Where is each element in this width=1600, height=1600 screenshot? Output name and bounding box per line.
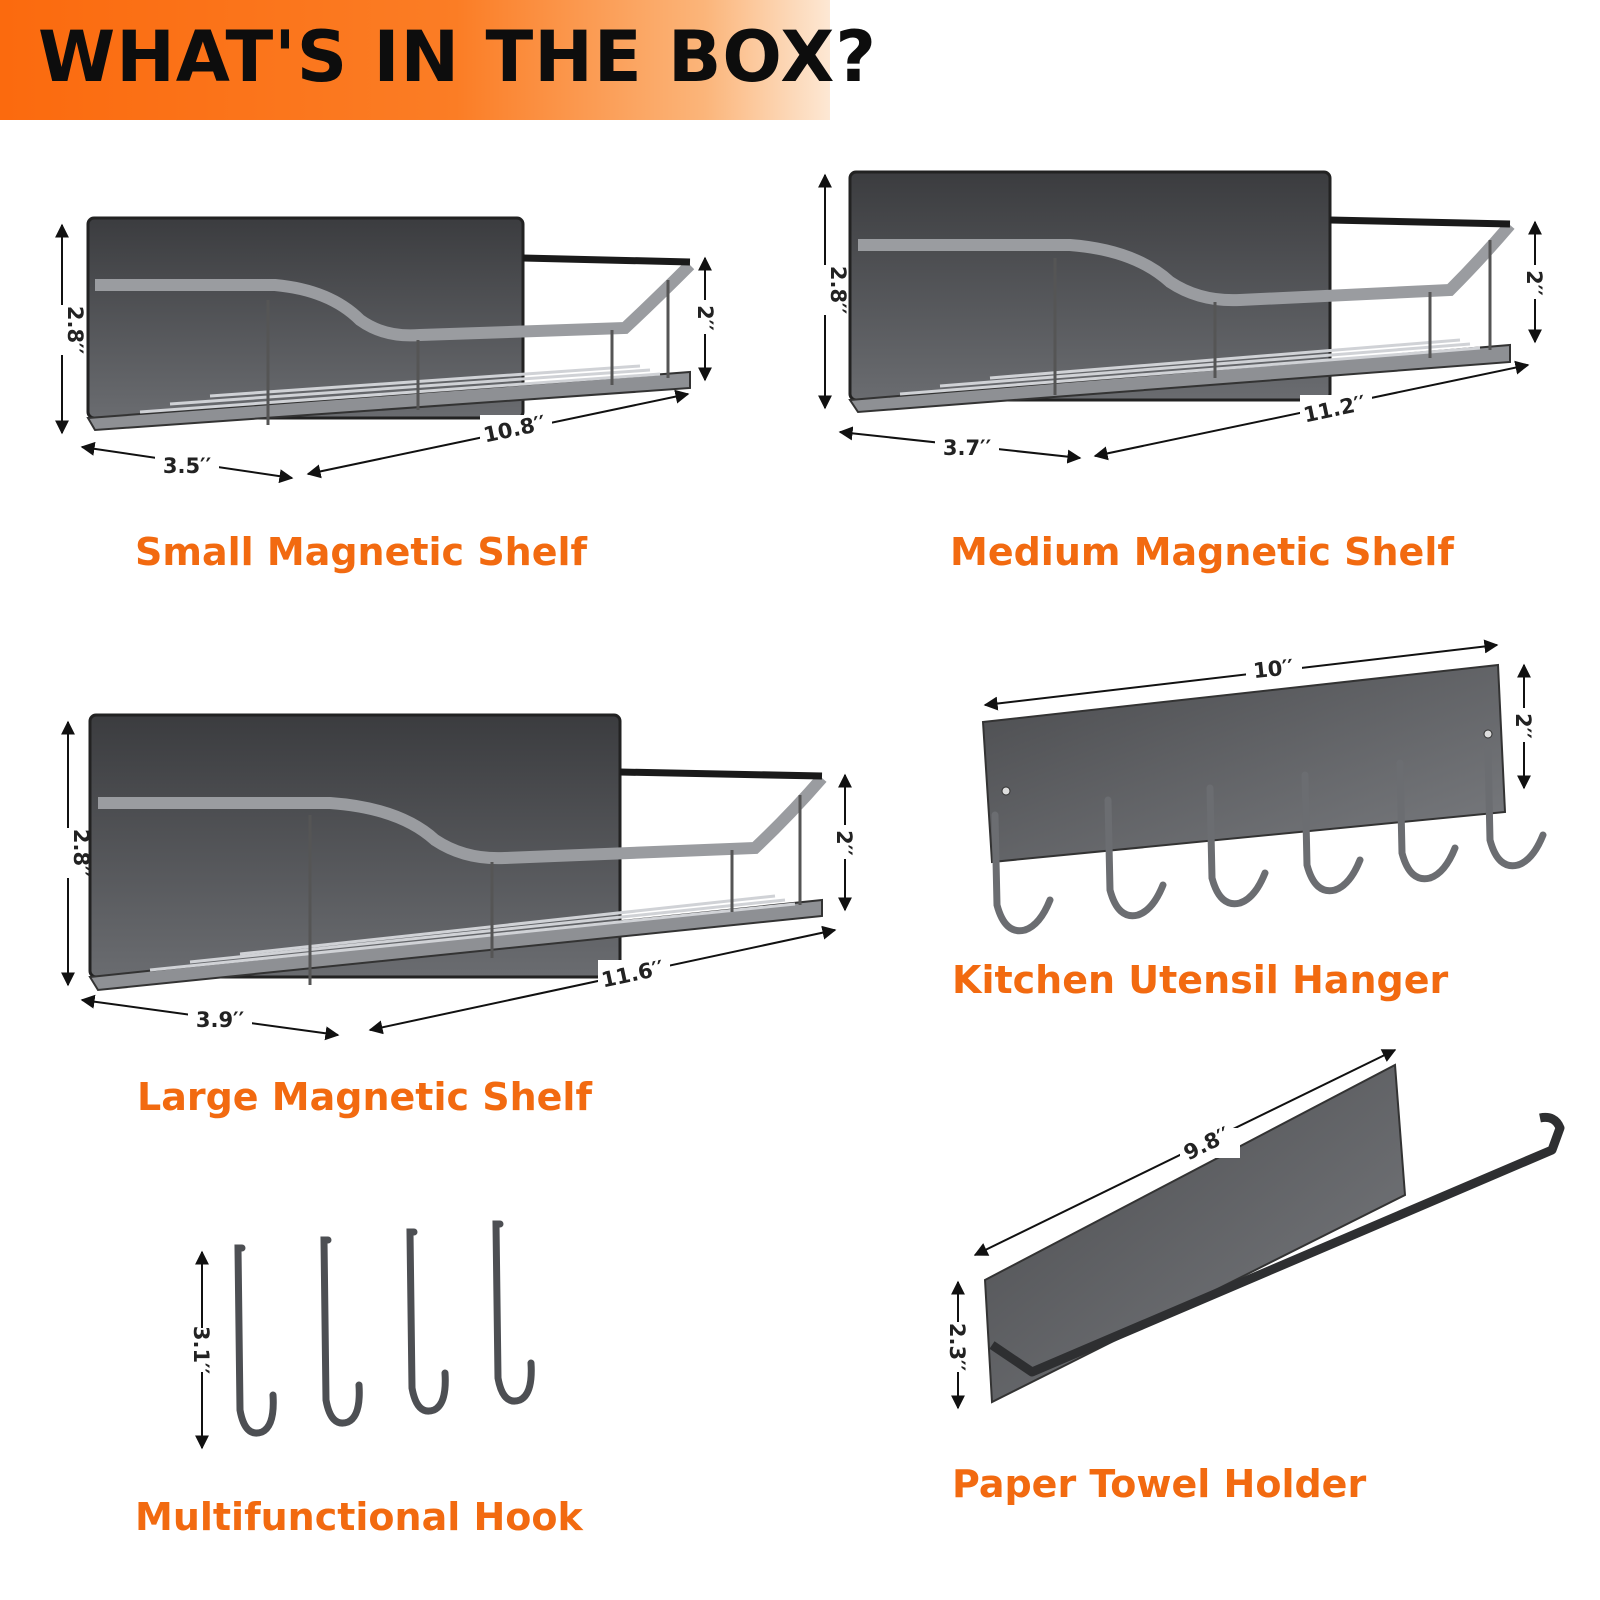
small-shelf-height: 2.8′′ bbox=[63, 306, 87, 355]
small-shelf-depth: 3.5′′ bbox=[163, 454, 212, 478]
small-shelf-rail-height: 2′′ bbox=[693, 305, 717, 331]
page-title: WHAT'S IN THE BOX? bbox=[38, 16, 877, 98]
hook-dimensions: 3.1′′ bbox=[186, 1250, 216, 1450]
large-shelf-rail-height: 2′′ bbox=[832, 830, 856, 856]
large-shelf-label: Large Magnetic Shelf bbox=[137, 1075, 592, 1119]
hook-height: 3.1′′ bbox=[189, 1326, 213, 1375]
utensil-hanger-dimensions: 10′′ 2′′ bbox=[1246, 655, 1538, 742]
utensil-hanger-height: 2′′ bbox=[1511, 713, 1535, 739]
hooks-illustration bbox=[234, 1220, 535, 1437]
utensil-hanger-length: 10′′ bbox=[1252, 655, 1295, 683]
medium-shelf-label: Medium Magnetic Shelf bbox=[950, 530, 1454, 574]
towel-holder-illustration bbox=[951, 1049, 1565, 1410]
medium-shelf-rail-height: 2′′ bbox=[1522, 270, 1546, 296]
medium-shelf-dimensions: 2.8′′ 2′′ 3.7′′ 11.2′′ bbox=[809, 265, 1549, 460]
large-shelf-dimensions: 2.8′′ 2′′ 3.9′′ 11.6′′ bbox=[52, 825, 859, 1032]
hook-label: Multifunctional Hook bbox=[135, 1495, 583, 1539]
towel-holder-dimensions: 9.8′′ 2.3′′ bbox=[942, 1122, 1240, 1372]
medium-shelf-depth: 3.7′′ bbox=[943, 436, 992, 460]
small-shelf-dimensions: 2.8′′ 2′′ 3.5′′ 10.8′′ bbox=[46, 300, 720, 478]
utensil-hanger-label: Kitchen Utensil Hanger bbox=[952, 958, 1449, 1002]
medium-shelf-illustration bbox=[818, 170, 1542, 464]
towel-holder-height: 2.3′′ bbox=[945, 1323, 969, 1372]
large-shelf-depth: 3.9′′ bbox=[196, 1008, 245, 1032]
medium-shelf-height: 2.8′′ bbox=[826, 266, 850, 315]
header-banner: WHAT'S IN THE BOX? bbox=[0, 0, 876, 120]
large-shelf-illustration bbox=[61, 713, 852, 1041]
small-shelf-illustration bbox=[55, 216, 712, 484]
utensil-hanger-illustration bbox=[981, 639, 1547, 935]
small-shelf-label: Small Magnetic Shelf bbox=[135, 530, 588, 574]
large-shelf-height: 2.8′′ bbox=[69, 829, 93, 878]
towel-holder-label: Paper Towel Holder bbox=[952, 1462, 1367, 1506]
